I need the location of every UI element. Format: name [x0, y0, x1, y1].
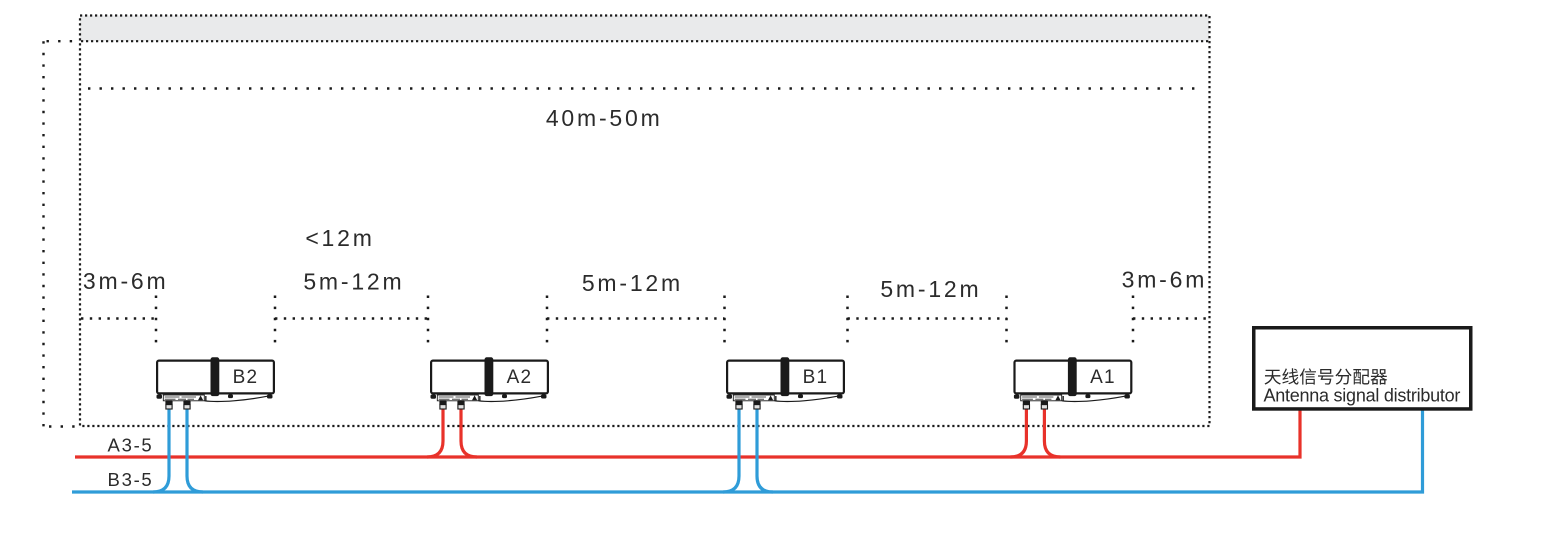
svg-text:5m-12m: 5m-12m — [582, 270, 683, 296]
svg-text:A1: A1 — [1090, 367, 1116, 388]
svg-text:40m-50m: 40m-50m — [546, 105, 663, 131]
svg-text:3m-6m: 3m-6m — [83, 268, 169, 294]
svg-text:Antenna signal distributor: Antenna signal distributor — [1264, 385, 1461, 405]
svg-text:5m-12m: 5m-12m — [880, 276, 981, 302]
svg-text:A3-5: A3-5 — [108, 435, 154, 456]
svg-text:3m-6m: 3m-6m — [1122, 267, 1208, 293]
svg-text:B1: B1 — [803, 367, 829, 388]
svg-text:5m-12m: 5m-12m — [303, 269, 404, 295]
svg-text:B2: B2 — [233, 367, 259, 388]
svg-text:B3-5: B3-5 — [108, 469, 154, 490]
svg-text:<12m: <12m — [305, 225, 374, 251]
svg-text:A2: A2 — [507, 367, 533, 388]
